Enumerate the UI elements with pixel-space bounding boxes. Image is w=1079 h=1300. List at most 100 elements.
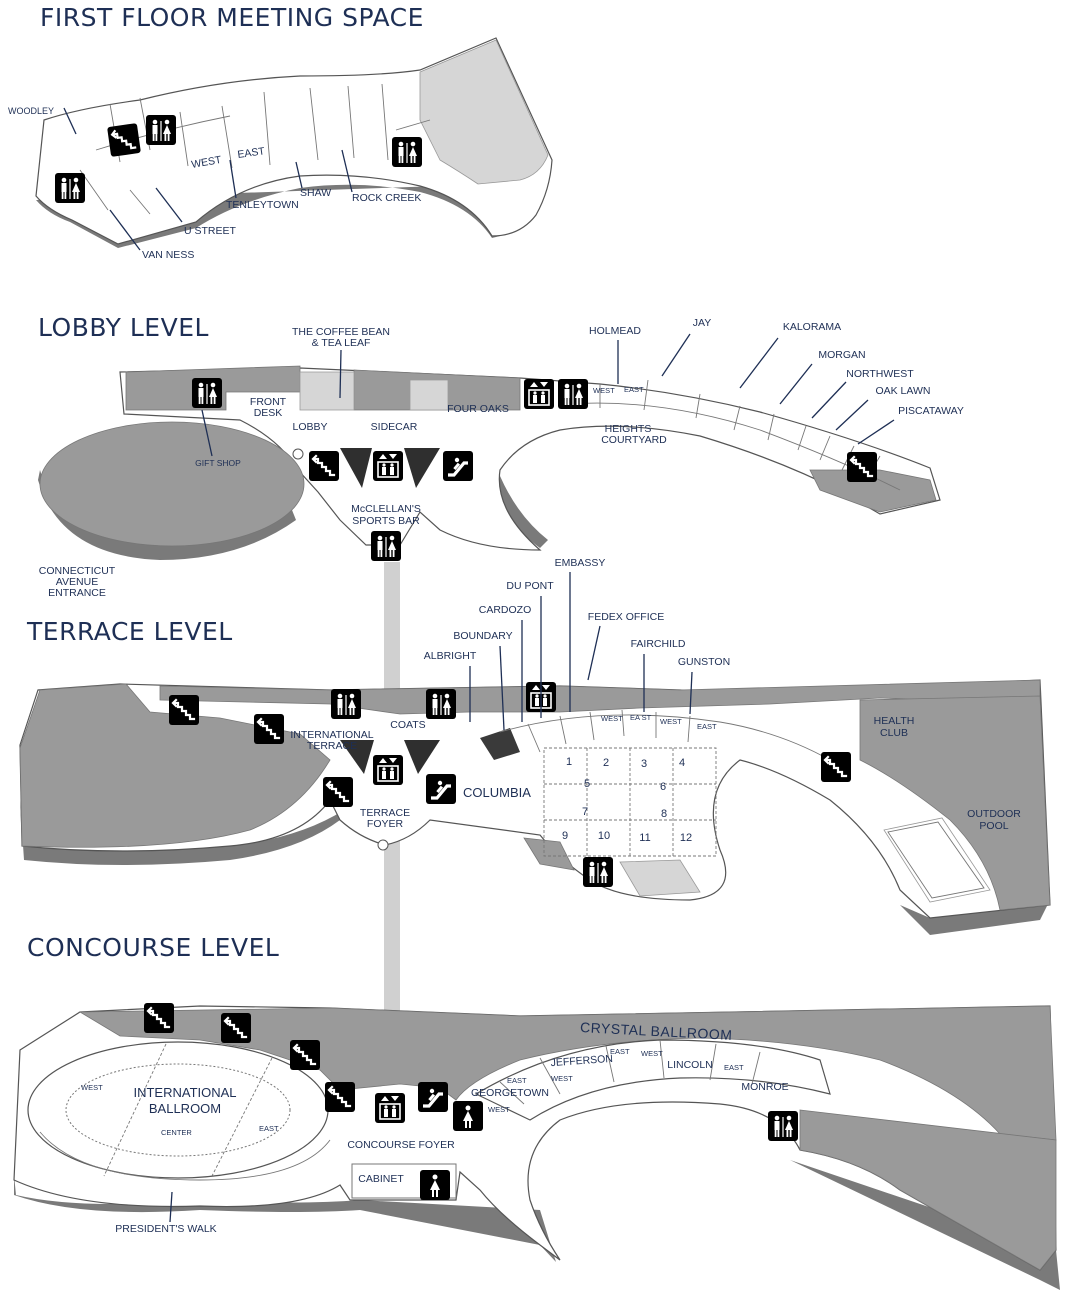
elevator-icon[interactable] bbox=[372, 450, 404, 482]
room-monroe: MONROE bbox=[741, 1081, 788, 1093]
room-northwest: NORTHWEST bbox=[846, 368, 914, 380]
restroom-icon bbox=[583, 857, 613, 887]
restroom-icon bbox=[55, 173, 85, 203]
room-piscataway: PISCATAWAY bbox=[898, 405, 964, 417]
room-coats: COATS bbox=[390, 719, 425, 731]
stairs-icon bbox=[845, 450, 879, 484]
columbia-section: 8 bbox=[661, 808, 667, 820]
room-heights-courtyard-line1: HEIGHTS bbox=[605, 423, 652, 435]
columbia-section: 6 bbox=[660, 781, 666, 793]
room-georgetown-west: WEST bbox=[488, 1105, 510, 1114]
restroom-icon bbox=[426, 689, 456, 719]
room-health-club-line1: HEALTH bbox=[874, 715, 915, 727]
escalator-icon[interactable] bbox=[416, 1080, 450, 1114]
room-fedex-office: FEDEX OFFICE bbox=[588, 611, 664, 623]
terrace-level-title: TERRACE LEVEL bbox=[26, 617, 233, 646]
room-international-ballroom-line2: BALLROOM bbox=[149, 1101, 221, 1116]
room-lincoln-east: EAST bbox=[724, 1063, 744, 1072]
room-terrace-west-2: WEST bbox=[660, 717, 682, 726]
room-woodley: WOODLEY bbox=[8, 106, 54, 116]
room-jefferson-west: WEST bbox=[641, 1049, 663, 1058]
restroom-icon bbox=[371, 531, 401, 561]
escalator-icon[interactable] bbox=[441, 449, 475, 483]
room-heights-courtyard-line2: COURTYARD bbox=[601, 434, 667, 446]
stairs-icon bbox=[219, 1011, 253, 1045]
concourse-level-plan: CRYSTAL BALLROOM JEFFERSON EAST WEST LIN… bbox=[13, 1001, 1060, 1290]
room-rock-creek: ROCK CREEK bbox=[352, 192, 421, 204]
room-u-street: U STREET bbox=[184, 225, 237, 237]
restroom-icon bbox=[420, 1170, 450, 1200]
elevator-icon[interactable] bbox=[374, 1092, 406, 1124]
room-concourse-foyer: CONCOURSE FOYER bbox=[347, 1139, 455, 1151]
restroom-icon bbox=[768, 1111, 798, 1141]
room-van-ness: VAN NESS bbox=[142, 249, 194, 261]
room-holmead-east: EAST bbox=[624, 385, 644, 394]
room-mcclellans-line1: McCLELLAN'S bbox=[351, 503, 421, 515]
room-international-ballroom-line1: INTERNATIONAL bbox=[133, 1085, 236, 1100]
terrace-level-plan: EMBASSY DU PONT CARDOZO FEDEX OFFICE BOU… bbox=[19, 557, 1051, 935]
room-ballroom-east: EAST bbox=[259, 1124, 279, 1133]
first-floor-plan: WOODLEY WEST EAST TENLEYTOWN SHAW ROCK C… bbox=[8, 37, 553, 261]
room-terrace-west-1: WEST bbox=[601, 714, 623, 723]
columbia-section: 10 bbox=[598, 830, 610, 842]
stairs-icon[interactable] bbox=[307, 449, 341, 483]
escalator-icon[interactable] bbox=[424, 772, 458, 806]
restroom-icon bbox=[192, 378, 222, 408]
room-embassy: EMBASSY bbox=[555, 557, 606, 569]
stairs-icon[interactable] bbox=[321, 775, 355, 809]
columbia-section: 4 bbox=[679, 757, 685, 769]
stairs-icon bbox=[819, 750, 853, 784]
stairs-icon bbox=[288, 1038, 322, 1072]
room-shaw: SHAW bbox=[300, 187, 331, 199]
room-sidecar: SIDECAR bbox=[371, 421, 418, 433]
room-east: EAST bbox=[237, 145, 266, 161]
first-floor-title: FIRST FLOOR MEETING SPACE bbox=[40, 3, 424, 32]
columbia-section: 3 bbox=[641, 758, 647, 770]
stairs-icon bbox=[167, 693, 201, 727]
restroom-icon bbox=[331, 689, 361, 719]
room-georgetown-west-top: WEST bbox=[551, 1074, 573, 1083]
columbia-section: 2 bbox=[603, 757, 609, 769]
room-du-pont: DU PONT bbox=[506, 580, 554, 592]
room-front-desk-line2: DESK bbox=[254, 407, 283, 419]
columbia-section: 12 bbox=[680, 832, 692, 844]
room-lobby: LOBBY bbox=[292, 421, 327, 433]
room-georgetown-east: EAST bbox=[507, 1076, 527, 1085]
room-coffee-bean-line2: & TEA LEAF bbox=[312, 337, 371, 349]
room-holmead: HOLMEAD bbox=[589, 325, 641, 337]
room-morgan: MORGAN bbox=[818, 349, 865, 361]
room-front-desk-line1: FRONT bbox=[250, 396, 287, 408]
room-albright: ALBRIGHT bbox=[424, 650, 477, 662]
room-terrace-foyer-line1: TERRACE bbox=[360, 807, 410, 819]
elevator-icon bbox=[523, 378, 555, 410]
room-jefferson: JEFFERSON bbox=[550, 1053, 613, 1069]
room-kalorama: KALORAMA bbox=[783, 321, 841, 333]
room-fairchild: FAIRCHILD bbox=[631, 638, 686, 650]
columbia-section: 7 bbox=[582, 806, 588, 818]
restroom-icon bbox=[146, 115, 176, 145]
connecticut-entrance-line3: ENTRANCE bbox=[48, 587, 106, 599]
restroom-icon bbox=[453, 1101, 483, 1131]
room-west: WEST bbox=[190, 154, 223, 171]
room-ballroom-west: WEST bbox=[81, 1083, 103, 1092]
room-tenleytown: TENLEYTOWN bbox=[226, 199, 299, 211]
room-cardozo: CARDOZO bbox=[479, 604, 532, 616]
stairs-icon bbox=[105, 121, 143, 159]
room-georgetown: GEORGETOWN bbox=[471, 1087, 549, 1099]
columbia-section: 5 bbox=[584, 778, 590, 790]
room-crystal-ballroom: CRYSTAL BALLROOM bbox=[580, 1019, 733, 1043]
stairs-icon[interactable] bbox=[323, 1080, 357, 1114]
lobby-level-plan: THE COFFEE BEAN & TEA LEAF FRONT DESK LO… bbox=[38, 317, 964, 599]
room-cabinet: CABINET bbox=[358, 1173, 404, 1185]
concourse-level-title: CONCOURSE LEVEL bbox=[27, 933, 279, 962]
connecticut-entrance-line1: CONNECTICUT bbox=[39, 565, 116, 577]
room-boundary: BOUNDARY bbox=[453, 630, 512, 642]
lobby-level-title: LOBBY LEVEL bbox=[38, 313, 209, 342]
room-holmead-west: WEST bbox=[593, 386, 615, 395]
room-lincoln: LINCOLN bbox=[667, 1059, 713, 1071]
columbia-section: 9 bbox=[562, 830, 568, 842]
room-ballroom-center: CENTER bbox=[161, 1128, 192, 1137]
elevator-icon[interactable] bbox=[372, 754, 404, 786]
room-outdoor-pool-line2: POOL bbox=[979, 820, 1008, 832]
